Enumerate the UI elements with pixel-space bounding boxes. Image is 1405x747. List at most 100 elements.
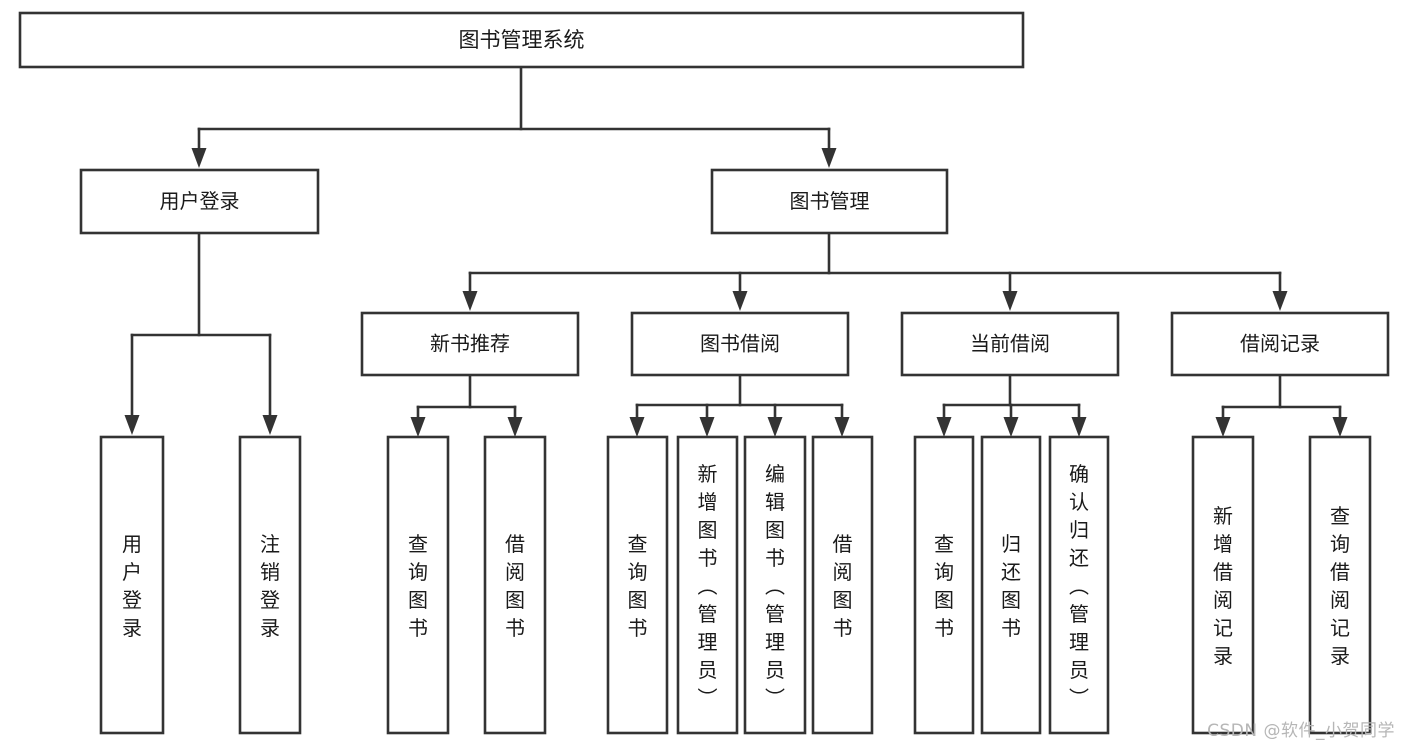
csdn-watermark: CSDN @软件_小贺同学 bbox=[1207, 721, 1395, 741]
leaf-label-char: 管 bbox=[698, 602, 718, 626]
node-box bbox=[900, 311, 1120, 377]
leaf-label-char: 书 bbox=[934, 616, 954, 640]
node-box bbox=[811, 435, 874, 735]
leaf-label-char: 新 bbox=[1213, 504, 1233, 528]
leaf-label-char: 书 bbox=[408, 616, 428, 640]
leaf-node-leaf-logout[interactable]: 注销登录 bbox=[238, 435, 302, 735]
leaf-label-char: 查 bbox=[1330, 504, 1350, 528]
node-box bbox=[238, 435, 302, 735]
leaf-label-char: 阅 bbox=[505, 560, 525, 584]
leaf-node-leaf-edit-book[interactable]: 编辑图书︵管理员︶ bbox=[743, 435, 807, 735]
node-new-book-recommend[interactable]: 新书推荐 bbox=[360, 311, 580, 377]
node-box bbox=[980, 435, 1042, 735]
leaf-node-leaf-return-book[interactable]: 归还图书 bbox=[980, 435, 1042, 735]
leaf-label-char: 录 bbox=[1330, 644, 1350, 668]
leaf-label-char: 销 bbox=[260, 560, 280, 584]
leaf-label-char: 询 bbox=[1330, 532, 1350, 556]
node-box bbox=[913, 435, 975, 735]
leaf-label-char: 书 bbox=[698, 546, 718, 570]
node-current-borrow[interactable]: 当前借阅 bbox=[900, 311, 1120, 377]
leaf-node-label: 新增图书︵管理员︶ bbox=[698, 462, 718, 710]
leaf-label-char: 询 bbox=[934, 560, 954, 584]
node-borrow-record[interactable]: 借阅记录 bbox=[1170, 311, 1390, 377]
leaf-label-char: 查 bbox=[628, 532, 648, 556]
leaf-label-char: 登 bbox=[122, 588, 142, 612]
leaf-node-leaf-borrow-book-2[interactable]: 借阅图书 bbox=[811, 435, 874, 735]
node-label: 当前借阅 bbox=[970, 332, 1050, 356]
leaf-label-char: 户 bbox=[122, 560, 142, 584]
leaf-label-char: 图 bbox=[934, 588, 954, 612]
leaf-label-char: 确 bbox=[1069, 462, 1089, 486]
leaf-label-char: 录 bbox=[260, 616, 280, 640]
connector-layer bbox=[124, 65, 1348, 437]
leaf-node-label: 新增借阅记录 bbox=[1213, 504, 1233, 668]
leaf-label-char: 书 bbox=[505, 616, 525, 640]
leaf-node-leaf-confirm-return[interactable]: 确认归还︵管理员︶ bbox=[1048, 435, 1110, 735]
leaf-node-label: 借阅图书 bbox=[505, 532, 525, 640]
arrow-head-icon bbox=[699, 417, 715, 437]
leaf-node-leaf-query-book-2[interactable]: 查询图书 bbox=[606, 435, 669, 735]
node-label: 用户登录 bbox=[160, 189, 240, 213]
leaf-label-char: 图 bbox=[1001, 588, 1021, 612]
leaf-label-char: 查 bbox=[934, 532, 954, 556]
leaf-label-char: 理 bbox=[1069, 630, 1089, 654]
leaf-label-char: 还 bbox=[1001, 560, 1021, 584]
node-box bbox=[1170, 311, 1390, 377]
leaf-label-char: 注 bbox=[260, 532, 280, 556]
leaf-node-leaf-query-book-3[interactable]: 查询图书 bbox=[913, 435, 975, 735]
node-box bbox=[483, 435, 547, 735]
leaf-label-char: 归 bbox=[1001, 532, 1021, 556]
leaf-label-char: 阅 bbox=[833, 560, 853, 584]
node-book-manage[interactable]: 图书管理 bbox=[710, 168, 949, 235]
leaf-label-char: 阅 bbox=[1213, 588, 1233, 612]
node-book-borrow[interactable]: 图书借阅 bbox=[630, 311, 850, 377]
node-label: 图书管理 bbox=[790, 189, 870, 213]
arrow-head-icon bbox=[462, 291, 478, 311]
leaf-node-label: 查询图书 bbox=[628, 532, 648, 640]
leaf-label-char: ︵ bbox=[1069, 574, 1089, 598]
node-label: 图书借阅 bbox=[700, 332, 780, 356]
node-box bbox=[1191, 435, 1255, 735]
leaf-node-label: 确认归还︵管理员︶ bbox=[1069, 462, 1089, 710]
leaf-label-char: 阅 bbox=[1330, 588, 1350, 612]
leaf-node-leaf-user-login[interactable]: 用户登录 bbox=[99, 435, 165, 735]
leaf-node-label: 注销登录 bbox=[260, 532, 280, 640]
leaf-label-char: 增 bbox=[1213, 532, 1233, 556]
node-box bbox=[1308, 435, 1372, 735]
node-box bbox=[743, 435, 807, 735]
leaf-label-char: 询 bbox=[408, 560, 428, 584]
leaf-label-char: 编 bbox=[765, 462, 785, 486]
node-box bbox=[79, 168, 320, 235]
leaf-label-char: 书 bbox=[765, 546, 785, 570]
leaf-node-label: 查询图书 bbox=[408, 532, 428, 640]
leaf-node-leaf-query-record[interactable]: 查询借阅记录 bbox=[1308, 435, 1372, 735]
leaf-node-label: 归还图书 bbox=[1001, 532, 1021, 640]
leaf-label-char: 查 bbox=[408, 532, 428, 556]
leaf-node-leaf-query-book-1[interactable]: 查询图书 bbox=[386, 435, 450, 735]
leaf-node-leaf-add-record[interactable]: 新增借阅记录 bbox=[1191, 435, 1255, 735]
node-root[interactable]: 图书管理系统 bbox=[18, 11, 1025, 69]
leaf-label-char: ︵ bbox=[765, 574, 785, 598]
node-label: 图书管理系统 bbox=[459, 28, 585, 52]
node-box bbox=[18, 11, 1025, 69]
node-box bbox=[386, 435, 450, 735]
leaf-label-char: 书 bbox=[833, 616, 853, 640]
arrow-head-icon bbox=[834, 417, 850, 437]
node-box bbox=[606, 435, 669, 735]
leaf-node-leaf-borrow-book-1[interactable]: 借阅图书 bbox=[483, 435, 547, 735]
leaf-node-leaf-add-book[interactable]: 新增图书︵管理员︶ bbox=[676, 435, 739, 735]
arrow-head-icon bbox=[767, 417, 783, 437]
leaf-label-char: 记 bbox=[1330, 616, 1350, 640]
arrow-head-icon bbox=[507, 417, 523, 437]
leaf-label-char: 归 bbox=[1069, 518, 1089, 542]
arrow-head-icon bbox=[1332, 417, 1348, 437]
leaf-node-label: 查询图书 bbox=[934, 532, 954, 640]
leaf-label-char: ︶ bbox=[1069, 686, 1089, 710]
leaf-label-char: 借 bbox=[1213, 560, 1233, 584]
leaf-label-char: 图 bbox=[505, 588, 525, 612]
arrow-head-icon bbox=[936, 417, 952, 437]
node-user-login[interactable]: 用户登录 bbox=[79, 168, 320, 235]
leaf-label-char: 还 bbox=[1069, 546, 1089, 570]
leaf-label-char: ︶ bbox=[698, 686, 718, 710]
